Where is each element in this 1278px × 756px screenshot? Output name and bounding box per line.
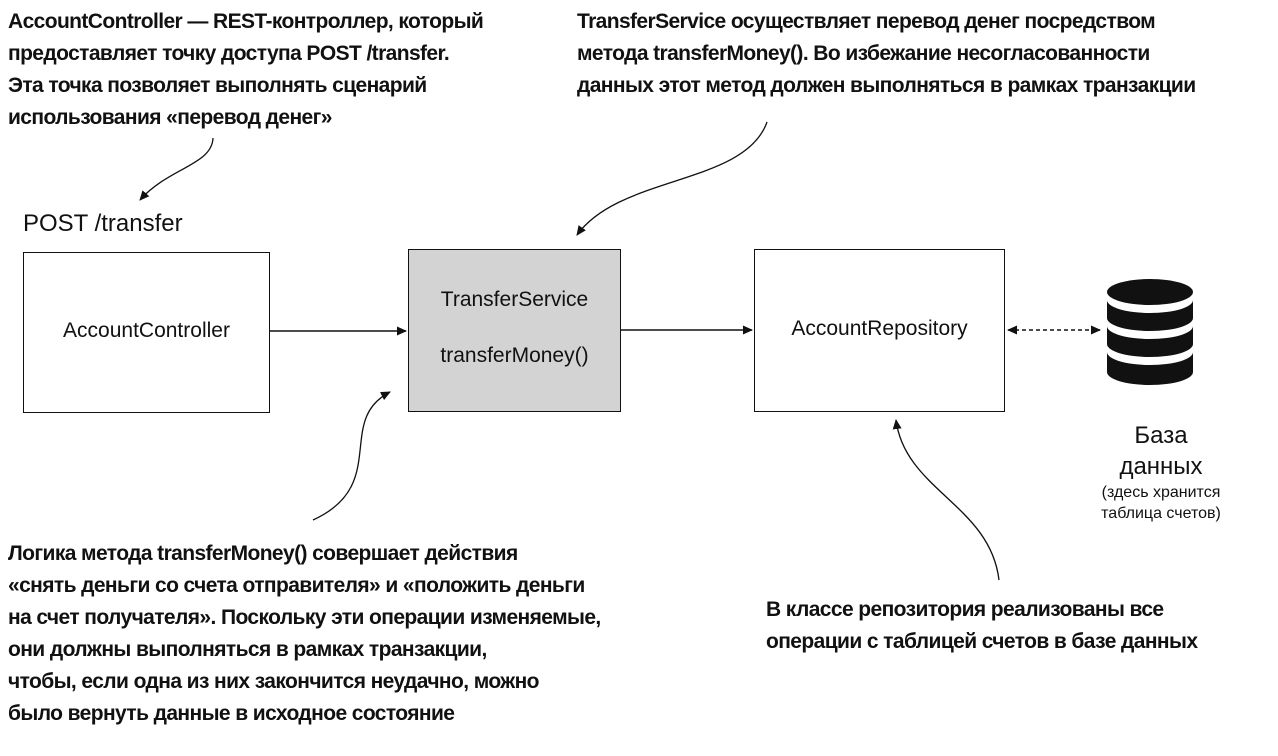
- controller-pointer-arrow: [139, 137, 214, 201]
- annotation-line: В классе репозитория реализованы все: [766, 598, 1164, 621]
- transfer-service-box: TransferService transferMoney(): [408, 249, 621, 412]
- annotation-line: они должны выполняться в рамках транзакц…: [8, 638, 487, 661]
- annotation-line: Эта точка позволяет выполнять сценарий: [8, 74, 427, 97]
- database-note-line: таблица счетов): [1101, 505, 1221, 522]
- annotation-line: на счет получателя». Поскольку эти опера…: [8, 606, 601, 629]
- annotation-line: использования «перевод денег»: [8, 106, 332, 129]
- repository-annotation: В классе репозитория реализованы все опе…: [766, 594, 1198, 658]
- annotation-line: метода transferMoney(). Во избежание нес…: [577, 42, 1150, 65]
- logic-annotation: Логика метода transferMoney() совершает …: [8, 538, 601, 730]
- database-note-line: (здесь хранится: [1101, 484, 1221, 501]
- annotation-line: «снять деньги со счета отправителя» и «п…: [8, 574, 585, 597]
- service-annotation: TransferService осуществляет перевод ден…: [577, 6, 1196, 102]
- account-controller-box: AccountController: [23, 252, 270, 413]
- account-repository-label: AccountRepository: [791, 317, 968, 340]
- service-pointer-arrow: [576, 121, 768, 236]
- database-note: (здесь хранится таблица счетов): [1086, 482, 1236, 524]
- repository-pointer-arrow: [892, 419, 1000, 581]
- transfer-service-label: TransferService: [440, 288, 589, 311]
- database-title-line: База: [1134, 422, 1188, 449]
- logic-pointer-arrow: [312, 391, 391, 521]
- annotation-line: было вернуть данные в исходное состояние: [8, 702, 455, 725]
- controller-annotation: AccountController — REST-контроллер, кот…: [8, 6, 484, 134]
- annotation-line: Логика метода transferMoney() совершает …: [8, 542, 518, 565]
- account-repository-box: AccountRepository: [754, 249, 1005, 412]
- transfer-money-method-label: transferMoney(): [440, 344, 589, 367]
- annotation-line: данных этот метод должен выполняться в р…: [577, 74, 1196, 97]
- database-title: База данных: [1086, 420, 1236, 482]
- database-title-line: данных: [1119, 453, 1203, 480]
- annotation-line: предоставляет точку доступа POST /transf…: [8, 42, 450, 65]
- annotation-line: операции с таблицей счетов в базе данных: [766, 630, 1198, 653]
- account-controller-label: AccountController: [63, 319, 230, 342]
- annotation-line: AccountController — REST-контроллер, кот…: [8, 10, 484, 33]
- annotation-line: чтобы, если одна из них закончится неуда…: [8, 670, 540, 693]
- database-icon: [1107, 279, 1193, 385]
- endpoint-label: POST /transfer: [23, 210, 183, 237]
- annotation-line: TransferService осуществляет перевод ден…: [577, 10, 1156, 33]
